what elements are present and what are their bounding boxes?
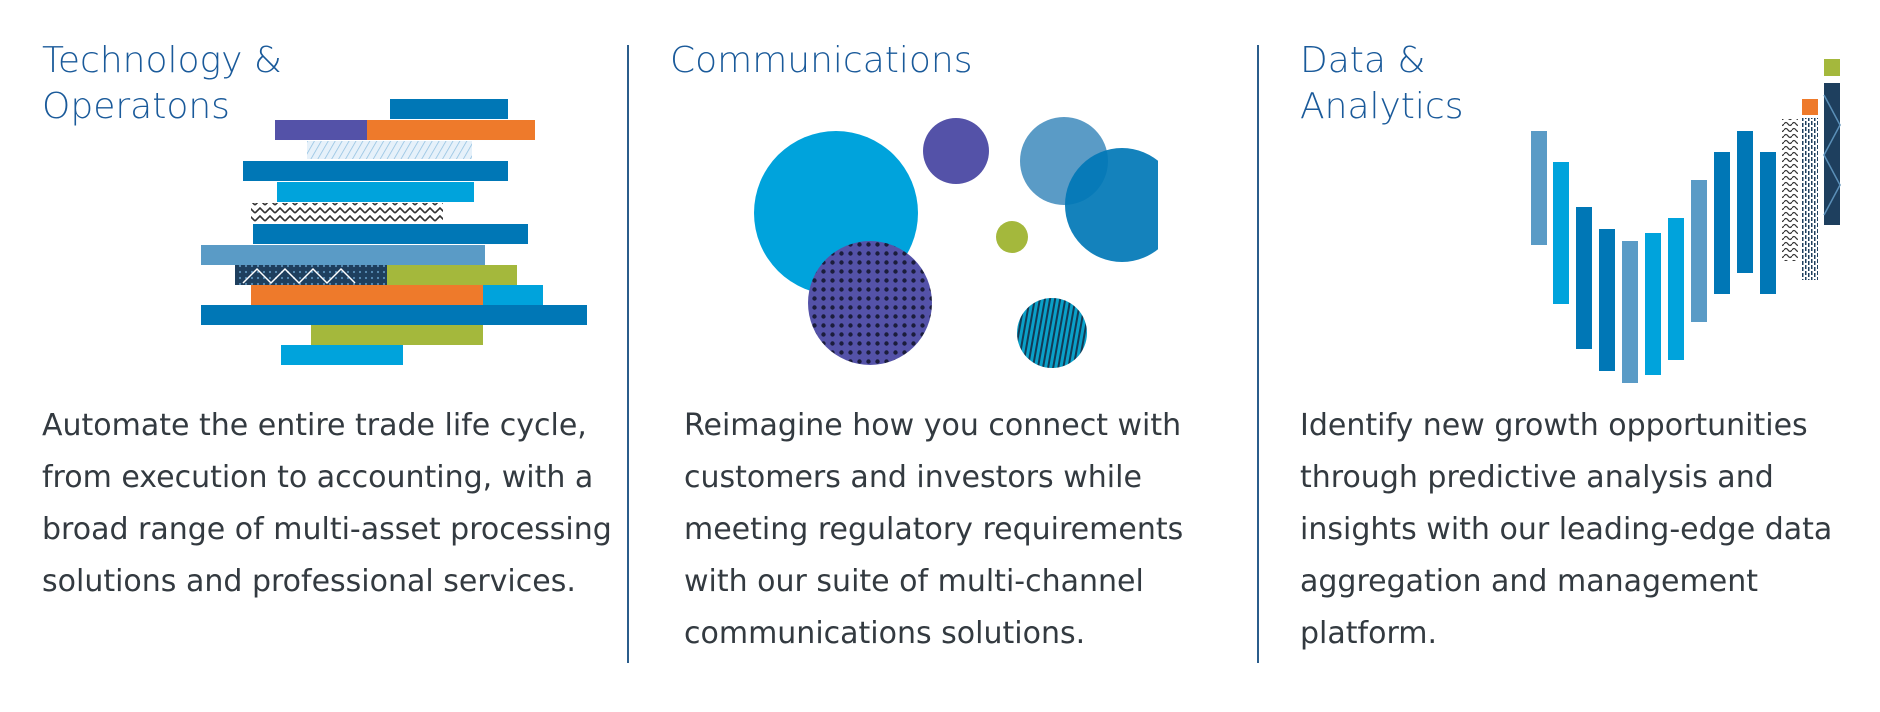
column-divider [627,45,629,663]
data-analytics-section: Data & Analytics [1258,0,1880,712]
bar [1645,233,1661,375]
bar [1553,162,1569,304]
bar [1622,241,1638,383]
bar [1802,118,1818,280]
bar [311,325,483,345]
circle [808,241,932,365]
section-title-data-analytics: Data & Analytics [1300,38,1463,130]
circle [996,221,1028,253]
bar [1737,131,1753,273]
bar [251,203,443,223]
circle [1065,148,1158,262]
section-title-technology: Technology & Operatons [42,38,282,130]
bar [253,224,528,244]
bar [277,182,474,202]
communications-section: Communications Reimagine how you connect… [628,0,1258,712]
bar [235,265,387,285]
column-divider [1257,45,1259,663]
bar [281,345,403,365]
title-line-2: Operatons [42,86,230,127]
title-line-1: Data & [1300,40,1426,81]
circle [923,118,989,184]
bar [387,265,517,285]
circles-illustration [754,117,1158,368]
title-line-1: Communications [670,40,973,81]
vertical-bars-illustration [1531,59,1841,383]
section-description: Automate the entire trade life cycle, fr… [42,408,612,599]
title-line-2: Analytics [1300,86,1464,127]
bar [483,285,543,305]
bar [1760,152,1776,294]
bar [1802,99,1818,115]
bar [1782,119,1798,261]
bar [201,305,587,325]
section-description: Reimagine how you connect with customers… [684,408,1184,651]
title-line-1: Technology & [42,40,282,81]
bar [1668,218,1684,360]
section-title-communications: Communications [670,38,973,84]
bar [1714,152,1730,294]
bar [1599,229,1615,371]
section-description: Identify new growth opportunities throug… [1300,408,1833,651]
bar [390,99,508,119]
bar [201,245,485,265]
bar [1576,207,1592,349]
circle [1017,298,1087,368]
stacked-bars-illustration [201,99,587,365]
technology-operations-section: Technology & Operatons [0,0,628,712]
bar [275,120,367,140]
bar [1691,180,1707,322]
bar [1824,59,1840,76]
bar [1824,83,1840,225]
bar [307,141,472,159]
bar [251,285,483,305]
bar [243,161,508,181]
bar [1531,131,1547,245]
bar [367,120,535,140]
